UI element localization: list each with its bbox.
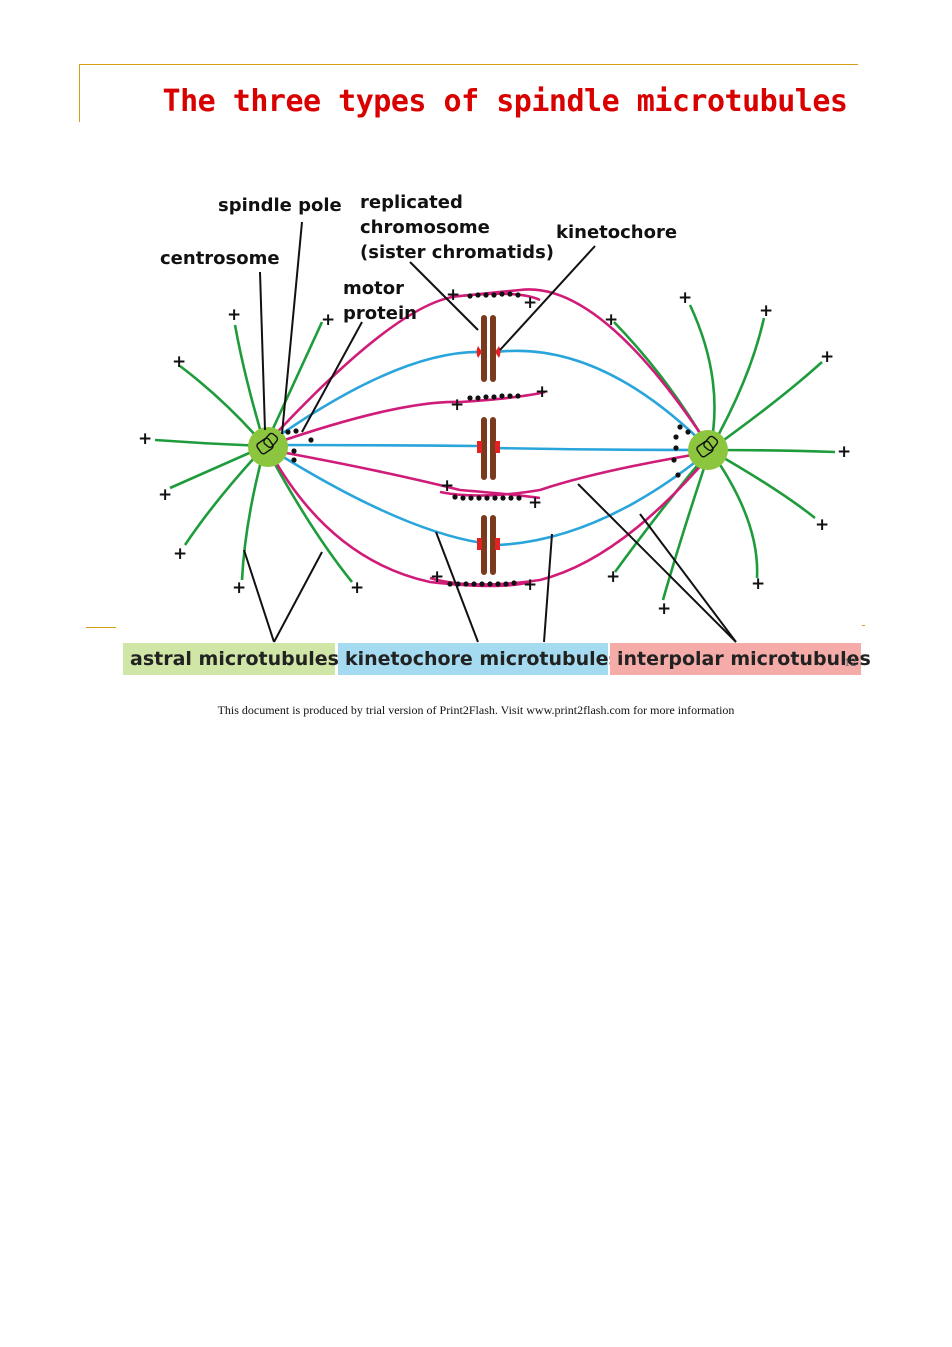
label-kinetochore: kinetochore — [556, 222, 677, 243]
plus-marker: + — [440, 476, 454, 496]
plus-marker: + — [232, 578, 246, 598]
kinetochore-microtubules — [269, 349, 709, 547]
plus-marker: + — [158, 485, 172, 505]
legend-astral-microtubules: astral microtubules — [123, 643, 339, 675]
plus-marker: + — [138, 429, 152, 449]
spindle-diagram: spindle pole replicated chromosome (sist… — [138, 192, 851, 643]
plus-end-markers: + + + + + + + + + + + + + + + + + + + + … — [138, 285, 851, 619]
label-motor-line1: motor — [343, 278, 404, 299]
plus-marker: + — [430, 567, 444, 587]
plus-marker: + — [837, 442, 851, 462]
slide-frame-bottom-right-mark — [862, 625, 865, 626]
plus-marker: + — [523, 293, 537, 313]
plus-marker: + — [751, 574, 765, 594]
label-motor-line2: protein — [343, 303, 417, 324]
slide-title: The three types of spindle microtubules — [162, 84, 848, 119]
plus-marker: + — [321, 310, 335, 330]
plus-marker: + — [657, 599, 671, 619]
plus-marker: + — [820, 347, 834, 367]
label-replicated-line2: chromosome — [360, 217, 490, 238]
plus-marker: + — [350, 578, 364, 598]
legend-interpolar-microtubules: interpolar microtubules — [610, 643, 871, 675]
label-replicated-line1: replicated — [360, 192, 463, 213]
chromosome-middle — [477, 417, 500, 480]
plus-marker: + — [450, 395, 464, 415]
slide-number: 12 — [844, 658, 857, 669]
plus-marker: + — [523, 575, 537, 595]
plus-marker: + — [678, 288, 692, 308]
chromosome-top — [476, 315, 501, 382]
label-spindle-pole: spindle pole — [218, 195, 342, 216]
plus-marker: + — [446, 285, 460, 305]
plus-marker: + — [528, 493, 542, 513]
slide-frame-top-border — [79, 64, 858, 65]
legend-kinetochore-microtubules: kinetochore microtubules — [338, 643, 620, 675]
leader-lines — [243, 221, 737, 643]
plus-marker: + — [535, 382, 549, 402]
slide-frame-bottom-left-mark — [86, 627, 116, 628]
chromosome-bottom — [477, 515, 500, 575]
motor-proteins — [285, 291, 691, 587]
plus-marker: + — [173, 544, 187, 564]
plus-marker: + — [227, 305, 241, 325]
plus-marker: + — [604, 310, 618, 330]
centrosome-left — [248, 427, 288, 467]
slide-frame-left-border — [79, 64, 80, 122]
plus-marker: + — [606, 567, 620, 587]
plus-marker: + — [172, 352, 186, 372]
plus-marker: + — [815, 515, 829, 535]
label-centrosome: centrosome — [160, 248, 280, 269]
label-replicated-line3: (sister chromatids) — [360, 242, 554, 263]
trial-version-footer: This document is produced by trial versi… — [217, 703, 735, 717]
centrosome-right — [688, 430, 728, 470]
plus-marker: + — [759, 301, 773, 321]
